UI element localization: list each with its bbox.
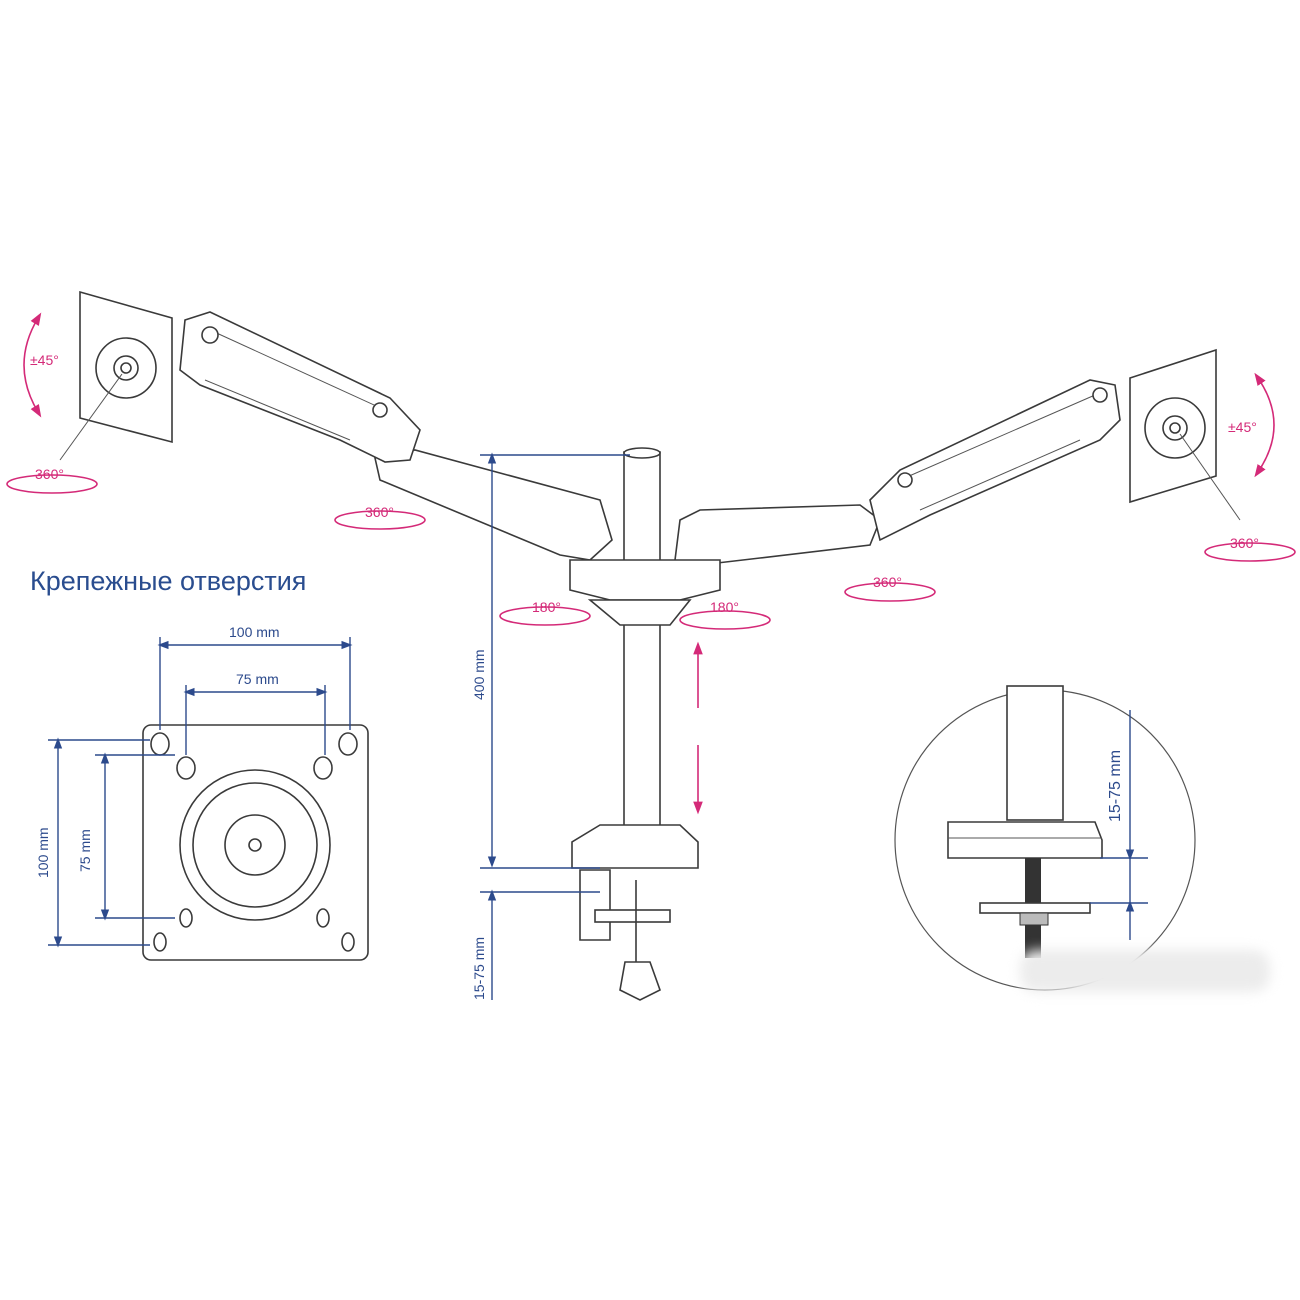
right-base-rotation-label: 180° bbox=[710, 599, 739, 615]
desk-clamp bbox=[571, 824, 699, 1001]
rotation-arrows bbox=[6, 312, 1296, 630]
vesa-pattern-detail bbox=[48, 637, 369, 961]
blurred-watermark bbox=[1020, 950, 1270, 992]
right-arm bbox=[674, 379, 1121, 566]
pole bbox=[623, 447, 661, 835]
right-swivel-label: 360° bbox=[1230, 535, 1259, 551]
left-swivel-label: 360° bbox=[35, 466, 64, 482]
vesa-width-100-label: 100 mm bbox=[229, 624, 280, 640]
left-base-rotation-label: 180° bbox=[532, 599, 561, 615]
left-arm bbox=[179, 311, 613, 561]
left-arm-joint-label: 360° bbox=[365, 504, 394, 520]
right-arm-joint-label: 360° bbox=[873, 574, 902, 590]
pole-hub bbox=[569, 559, 721, 626]
left-tilt-label: ±45° bbox=[30, 352, 59, 368]
right-vesa-plate bbox=[1129, 348, 1241, 521]
vesa-height-100-label: 100 mm bbox=[35, 827, 51, 878]
mounting-holes-title: Крепежные отверстия bbox=[30, 566, 307, 596]
vesa-height-75-label: 75 mm bbox=[77, 829, 93, 872]
clamp-detail-circle bbox=[894, 685, 1196, 991]
pole-height-label: 400 mm bbox=[471, 649, 487, 700]
height-dimension bbox=[480, 452, 630, 1000]
detail-clamp-range-label: 15-75 mm bbox=[1107, 750, 1124, 822]
right-tilt-label: ±45° bbox=[1228, 419, 1257, 435]
vesa-width-75-label: 75 mm bbox=[236, 671, 279, 687]
clamp-range-label: 15-75 mm bbox=[471, 937, 487, 1000]
left-vesa-plate bbox=[59, 290, 173, 461]
